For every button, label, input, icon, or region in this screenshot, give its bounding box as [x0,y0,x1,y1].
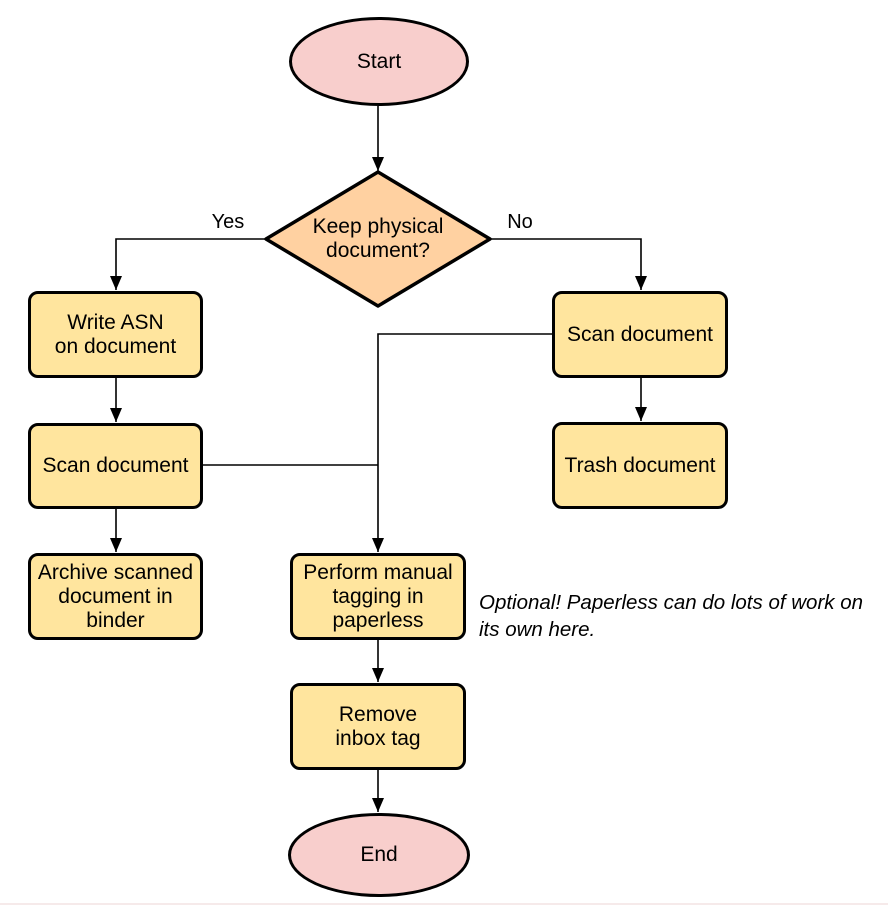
process-manual-tagging: Perform manual tagging in paperless [290,553,466,640]
end-label: End [360,843,398,866]
edge-decision-no [490,238,647,290]
edge-label-yes: Yes [211,211,245,233]
start-node: Start [289,17,469,106]
start-label: Start [356,49,402,73]
process-scan-document-right: Scan document [552,291,728,378]
process-archive-document: Archive scanned document in binder [28,553,203,640]
process-remove-inbox-tag: Remove inbox tag [290,683,466,770]
process-write-asn: Write ASN on document [28,291,203,378]
annotation-optional-note: Optional! Paperless can do lots of work … [479,591,864,641]
window-bottom-edge [0,903,888,905]
end-node: End [288,813,470,897]
decision-node-label: Keep physical document? [312,215,444,262]
edge-label-no: No [507,211,533,233]
edge-decision-yes [110,238,266,290]
process-trash-document: Trash document [552,422,728,509]
edge-scanright-to-perform [372,333,552,552]
process-scan-document-left: Scan document [28,423,203,509]
